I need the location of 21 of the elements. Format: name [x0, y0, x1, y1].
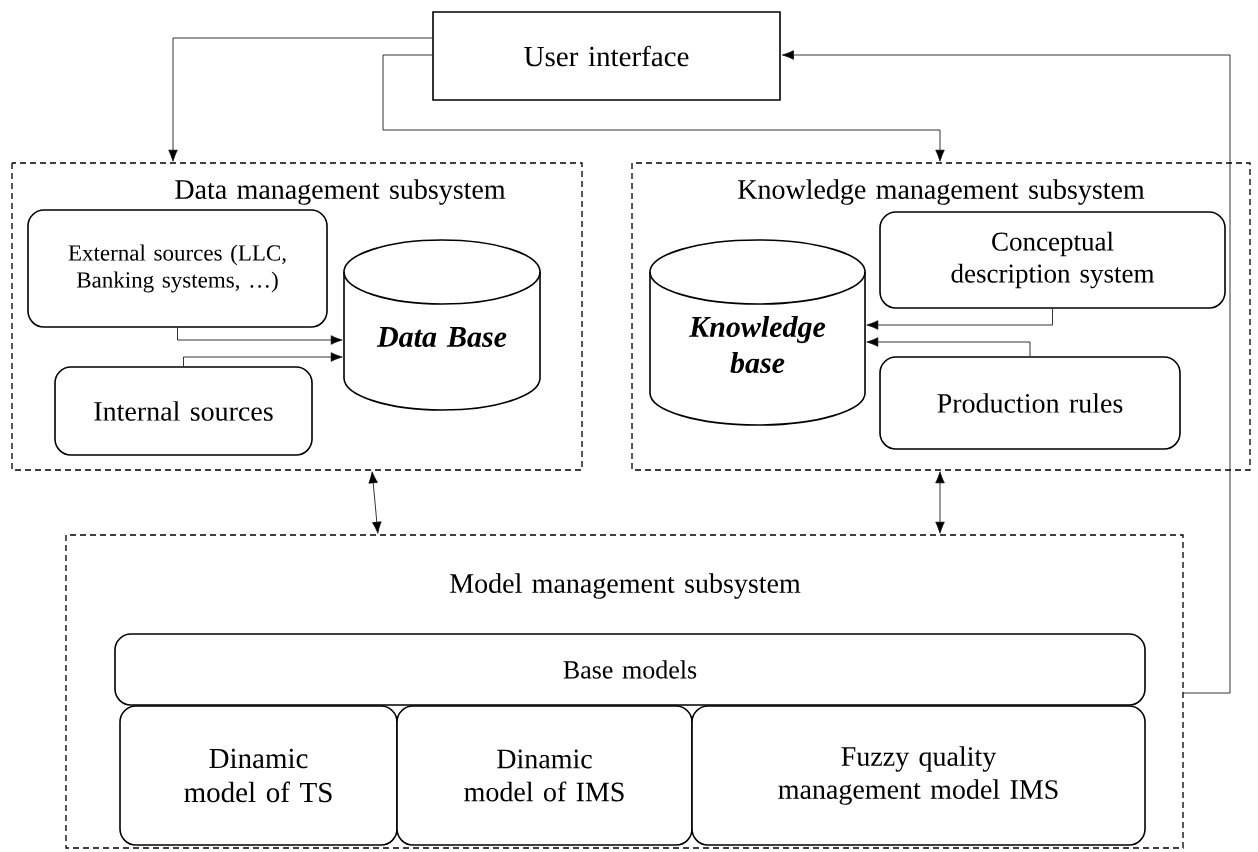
arrow [866, 337, 1031, 357]
arrow [935, 471, 945, 534]
rounded-box: Dinamic model of TS [119, 705, 398, 846]
arrow [368, 471, 382, 534]
rounded-box: Dinamic model of IMS [396, 705, 693, 846]
arrow [168, 37, 433, 162]
rounded-box: Base models [114, 633, 1146, 706]
rounded-box: External sources (LLC, Banking systems, …) [27, 209, 328, 328]
rounded-box: Production rules [879, 356, 1181, 450]
arrow [183, 352, 343, 367]
arrow [382, 54, 945, 162]
database-cylinder: Knowledge base [649, 239, 866, 426]
arrow [866, 308, 1053, 330]
node-label: Dinamic model of IMS [464, 749, 624, 802]
arrow [177, 327, 343, 345]
process-box: User interface [432, 11, 781, 101]
rounded-box: Conceptual description system [879, 211, 1226, 309]
rounded-box: Internal sources [54, 366, 313, 456]
database-cylinder: Data Base [343, 239, 541, 411]
rounded-box: Fuzzy quality management model IMS [691, 705, 1146, 846]
arrow [782, 50, 1231, 694]
